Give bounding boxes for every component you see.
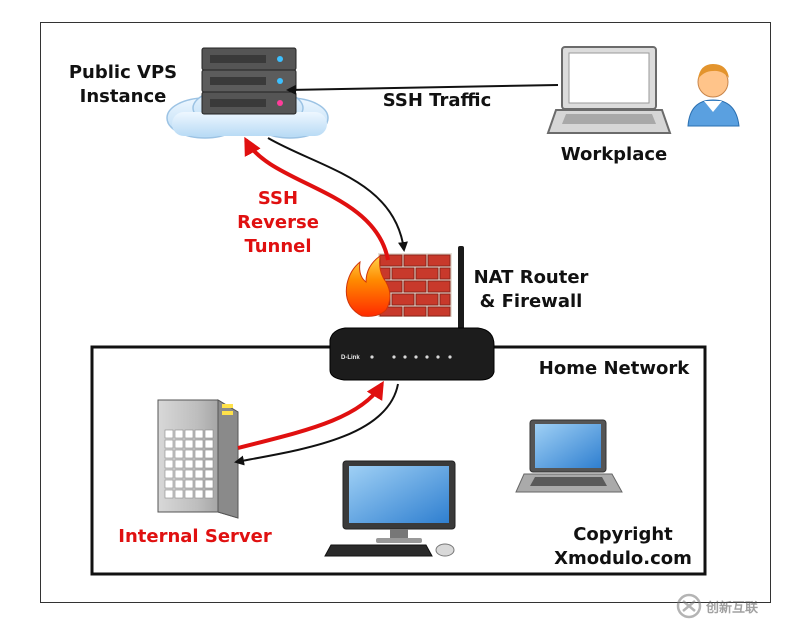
- flame-icon: [345, 254, 391, 317]
- ssh-traffic-label: SSH Traffic: [382, 90, 492, 111]
- router-antenna-icon: [458, 246, 464, 332]
- outer-frame: [40, 22, 771, 603]
- internal-server-icon: [157, 399, 239, 519]
- router-icon: D-Link: [329, 327, 495, 381]
- workplace-label: Workplace: [560, 144, 668, 165]
- vps-label-line2: Instance: [79, 86, 167, 107]
- watermark-logo-icon: [676, 593, 702, 619]
- copyright-label: Copyright Xmodulo.com: [548, 523, 698, 571]
- firewall-icon: [378, 253, 452, 317]
- ssh-traffic-arrow: [286, 84, 559, 95]
- user-icon: [687, 64, 740, 127]
- vps-label: Public VPS Instance: [60, 61, 186, 109]
- router-label: NAT Router & Firewall: [468, 266, 594, 314]
- copyright-label-line1: Copyright: [573, 524, 673, 545]
- home-laptop-icon: [515, 419, 623, 493]
- watermark: 创新互联: [676, 589, 794, 623]
- vps-server-icon: [201, 47, 297, 115]
- watermark-text: 创新互联: [706, 600, 759, 616]
- ssh-reverse-tunnel-arrow-top: [244, 136, 390, 261]
- router-brand-text: D-Link: [341, 355, 360, 361]
- ssh-reverse-tunnel-arrow-bottom: [237, 380, 384, 450]
- tunnel-label-line3: Tunnel: [244, 236, 312, 257]
- vps-label-line1: Public VPS: [68, 62, 178, 83]
- workplace-laptop-icon: [546, 46, 672, 134]
- ssh-reverse-tunnel-label: SSH Reverse Tunnel: [222, 187, 334, 259]
- desktop-computer-icon: [324, 460, 456, 557]
- home-network-label: Home Network: [538, 358, 690, 379]
- router-label-line2: & Firewall: [479, 291, 583, 312]
- internal-server-label: Internal Server: [118, 526, 272, 547]
- router-label-line1: NAT Router: [473, 267, 589, 288]
- vps-to-router-arrow: [267, 137, 408, 252]
- router-to-server-arrow: [234, 383, 399, 466]
- tunnel-label-line1: SSH: [257, 188, 299, 209]
- tunnel-label-line2: Reverse: [237, 212, 319, 233]
- copyright-label-line2: Xmodulo.com: [554, 548, 692, 569]
